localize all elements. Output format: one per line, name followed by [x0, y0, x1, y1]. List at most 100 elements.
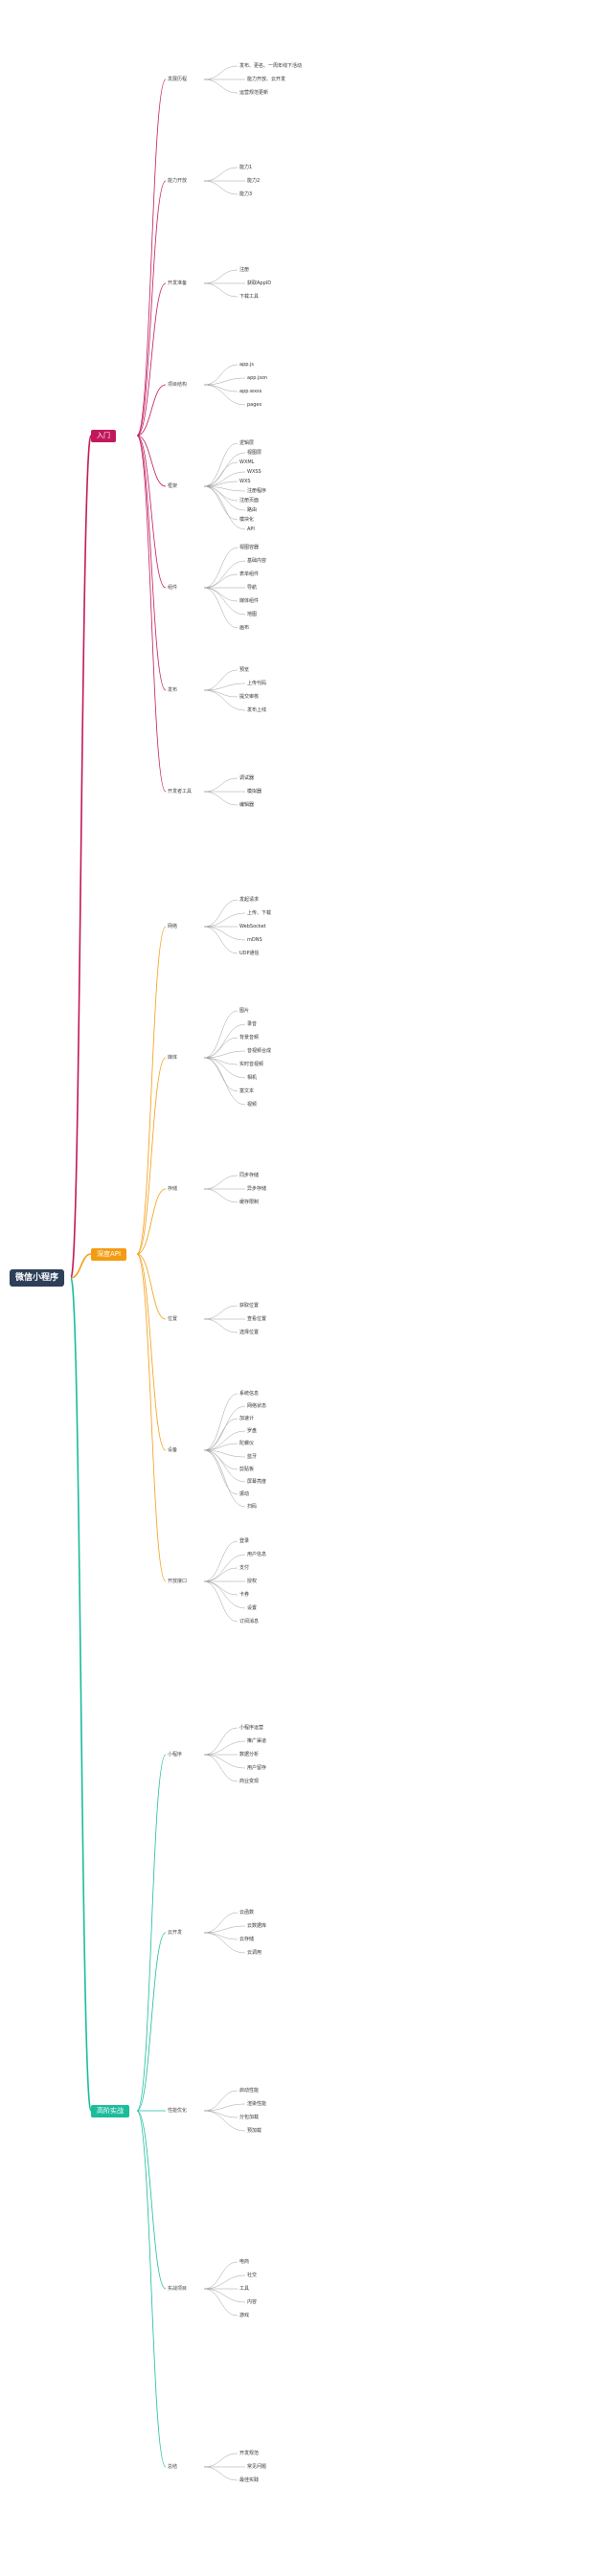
connector-line [203, 167, 238, 182]
connector-line [70, 435, 92, 1279]
item-2-4-2: 最佳实践 [239, 2477, 260, 2483]
group-2-2: 性能优化 [168, 2108, 188, 2114]
item-0-6-0: 预览 [239, 667, 250, 673]
item-0-3-2: app.wxss [239, 389, 262, 394]
connector-line [203, 1754, 246, 1769]
item-2-2-3: 预加载 [247, 2128, 262, 2134]
connector-line [136, 435, 167, 589]
item-1-4-6: 剪贴板 [239, 1467, 255, 1472]
item-2-3-0: 电商 [239, 2259, 250, 2265]
item-0-4-8: 模块化 [239, 517, 255, 523]
item-1-4-0: 系统信息 [239, 1391, 260, 1397]
item-1-1-2: 背景音频 [239, 1035, 260, 1041]
item-0-3-0: app.js [239, 362, 254, 368]
connector-line [203, 78, 238, 94]
connector-line [136, 926, 167, 1255]
connector-line [203, 1540, 238, 1582]
group-0-3: 项目结构 [168, 382, 188, 388]
connector-line [203, 65, 238, 80]
connector-line [203, 377, 246, 386]
item-0-7-0: 调试器 [239, 775, 255, 781]
connector-line [203, 1449, 238, 1470]
item-1-4-9: 扫码 [247, 1504, 258, 1510]
item-0-4-0: 逻辑层 [239, 440, 255, 446]
connector-line [203, 2110, 238, 2118]
connector-line [203, 587, 238, 602]
connector-line [203, 2261, 238, 2290]
item-0-7-2: 编辑器 [239, 802, 255, 808]
connector-line [136, 384, 167, 437]
connector-line [203, 1023, 246, 1059]
connector-line [203, 2288, 246, 2303]
item-0-2-2: 下载工具 [239, 294, 260, 300]
connector-line [203, 1418, 238, 1451]
item-1-5-0: 登录 [239, 1538, 250, 1544]
item-1-1-1: 录音 [247, 1021, 258, 1027]
connector-line [203, 1567, 238, 1582]
connector-line [203, 485, 246, 492]
connector-line [203, 2103, 246, 2112]
item-1-2-0: 同步存储 [239, 1173, 260, 1178]
item-1-1-3: 音视频合成 [247, 1048, 272, 1054]
item-1-1-6: 富文本 [239, 1088, 255, 1094]
connector-line [203, 461, 238, 487]
connector-line [203, 1912, 238, 1934]
connector-line [203, 2274, 246, 2290]
connector-line [203, 1050, 246, 1059]
connector-line [203, 1443, 238, 1451]
connector-line [203, 1037, 238, 1059]
item-0-0-1: 能力开放、云开发 [247, 77, 286, 82]
item-0-3-1: app.json [247, 375, 268, 381]
item-0-1-2: 能力3 [239, 191, 253, 197]
group-1-5: 开放接口 [168, 1579, 188, 1584]
connector-line [203, 587, 238, 629]
group-1-1: 媒体 [168, 1055, 178, 1061]
connector-line [203, 1932, 246, 1954]
item-1-5-5: 设置 [247, 1605, 258, 1611]
item-0-5-1: 基础内容 [247, 558, 267, 564]
connector-line [203, 2466, 238, 2481]
item-1-3-0: 获取位置 [239, 1303, 260, 1309]
item-1-4-2: 加速计 [239, 1416, 255, 1422]
item-1-4-3: 罗盘 [247, 1428, 258, 1434]
connector-line [203, 1010, 238, 1059]
branch-0: 入门 [91, 430, 116, 442]
item-0-4-4: WXS [239, 479, 251, 484]
item-2-1-0: 云函数 [239, 1910, 255, 1915]
item-1-4-4: 陀螺仪 [239, 1441, 255, 1446]
item-1-4-1: 网络状态 [247, 1403, 267, 1409]
connector-line [203, 282, 238, 298]
connector-line [203, 1318, 238, 1333]
item-2-3-2: 工具 [239, 2286, 250, 2292]
connector-line [136, 1754, 167, 2112]
item-1-4-7: 屏幕亮度 [247, 1479, 267, 1485]
group-0-5: 组件 [168, 585, 178, 591]
item-1-1-7: 视频 [247, 1102, 258, 1108]
connector-line [203, 669, 238, 691]
item-1-0-3: mDNS [247, 937, 262, 943]
item-2-4-1: 常见问题 [247, 2464, 267, 2470]
connector-line [203, 926, 238, 954]
connector-line [203, 899, 238, 928]
connector-line [203, 1057, 246, 1106]
connector-line [203, 2288, 238, 2317]
connector-line [203, 1175, 238, 1190]
item-0-4-2: WXML [239, 459, 255, 465]
connector-line [203, 485, 238, 521]
item-2-0-4: 商业变现 [239, 1779, 260, 1784]
connector-line [203, 485, 238, 502]
item-1-4-5: 蓝牙 [247, 1454, 258, 1460]
item-1-1-5: 相机 [247, 1075, 258, 1081]
connector-line [136, 2110, 167, 2290]
connector-line [136, 1188, 167, 1255]
connector-line [203, 1430, 246, 1451]
connector-line [203, 1188, 238, 1203]
connector-line [203, 1580, 238, 1623]
branch-1: 深度API [91, 1248, 127, 1261]
group-2-4: 总结 [168, 2464, 178, 2470]
connector-line [136, 435, 167, 793]
connector-line [203, 777, 238, 793]
connector-line [203, 2090, 238, 2112]
connector-line [203, 791, 238, 806]
